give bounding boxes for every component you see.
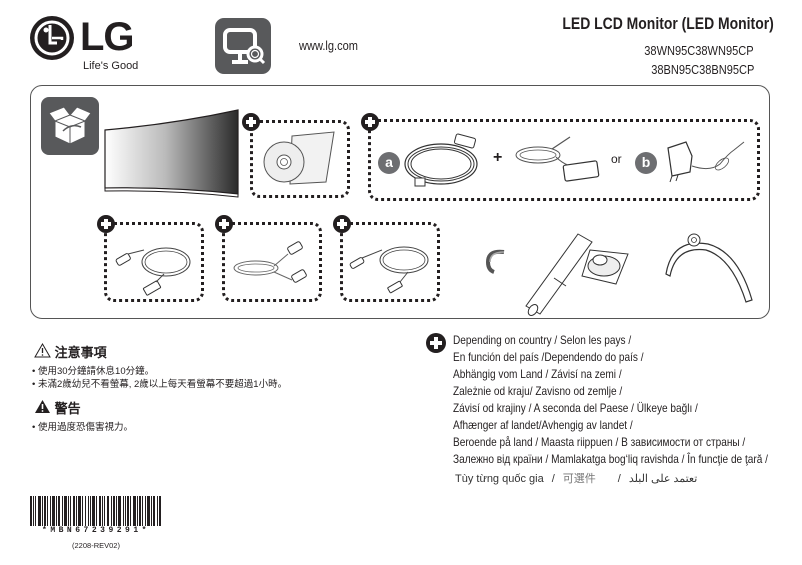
depending-line: En función del país /Dependendo do país …	[453, 350, 644, 364]
optional-plus-icon	[97, 215, 115, 233]
optional-plus-icon	[361, 113, 379, 131]
brand-name: LG	[80, 15, 135, 59]
caution-heading: 注意事項	[34, 342, 107, 361]
product-title: LED LCD Monitor (LED Monitor)	[562, 14, 774, 33]
depending-line: Závisí od krajiny / A seconda del Paese …	[453, 401, 698, 415]
wall-adapter-illustration	[662, 136, 752, 186]
depending-line: Залежно від країни / Mamlakatga bog‘liq …	[453, 452, 768, 466]
depending-line: Depending on country / Selon les pays /	[453, 333, 632, 347]
displayport-cable-illustration	[114, 240, 194, 296]
hdmi-cable-box	[222, 222, 322, 302]
brand-tagline: Life's Good	[83, 60, 139, 72]
displayport-cable-box	[104, 222, 204, 302]
or-label: or	[611, 152, 622, 166]
depending-line: Zależnie od kraju/ Zavisno od zemlje /	[453, 384, 623, 398]
caution-triangle-icon	[34, 342, 55, 361]
plus-sign: +	[493, 149, 503, 166]
caution-line-1: • 使用30分鐘請休息10分鐘。	[32, 366, 155, 377]
lg-face-icon	[30, 16, 74, 60]
depending-line-last: Tùy từng quốc gia / 可選件 / تعتمد على البلد	[455, 470, 697, 486]
optional-plus-icon	[215, 215, 233, 233]
usb-cable-illustration	[348, 240, 432, 296]
depending-line: Afhænger af landet/Avhengig av landet /	[453, 418, 633, 432]
power-supply-box	[368, 119, 760, 201]
hdmi-cable-illustration	[230, 240, 316, 290]
ac-adapter-illustration	[512, 135, 602, 185]
caution-title: 注意事項	[54, 345, 107, 360]
warning-heading: 警告	[34, 398, 81, 417]
optional-plus-icon	[242, 113, 260, 131]
cable-holder-illustration	[484, 248, 508, 274]
curved-monitor-illustration	[104, 108, 242, 200]
lg-logo: LG Life's Good	[30, 14, 150, 76]
separator: /	[551, 473, 555, 485]
stand-body-illustration	[520, 228, 632, 318]
model-number-2: 38BN95C38BN95CP	[650, 62, 754, 77]
package-contents-panel	[30, 85, 770, 319]
depending-line: Beroende på land / Maasta riippuen / В з…	[453, 435, 746, 449]
usb-cable-box	[340, 222, 440, 302]
cd-manual-illustration	[262, 130, 338, 188]
arabic-text: تعتمد على البلد	[628, 473, 698, 485]
cd-manual-box	[250, 120, 350, 198]
power-cord-illustration	[403, 130, 483, 190]
warning-triangle-icon	[34, 399, 55, 417]
revision-code: (2208-REV02)	[72, 541, 120, 550]
option-b-badge: b	[635, 152, 657, 174]
chinese-text: 可選件	[562, 473, 596, 485]
model-number-1: 38WN95C38WN95CP	[644, 43, 754, 58]
separator: /	[617, 473, 621, 485]
optional-plus-icon	[426, 333, 446, 353]
warning-line-1: • 使用過度恐傷害視力。	[32, 422, 133, 433]
caution-line-2: • 未滿2歲幼兒不看螢幕, 2歲以上每天看螢幕不要超過1小時。	[32, 379, 288, 390]
monitor-search-icon	[215, 18, 271, 74]
barcode-number: *MBN67239291*	[42, 526, 150, 535]
option-a-badge: a	[378, 152, 400, 174]
open-box-icon	[41, 97, 99, 155]
vietnamese-text: Tùy từng quốc gia	[455, 473, 544, 485]
depending-line: Abhängig vom Land / Závisí na zemi /	[453, 367, 622, 381]
barcode	[30, 496, 162, 526]
warning-title: 警告	[54, 401, 81, 416]
website-link[interactable]: www.lg.com	[299, 38, 358, 53]
optional-plus-icon	[333, 215, 351, 233]
stand-base-illustration	[662, 230, 756, 306]
